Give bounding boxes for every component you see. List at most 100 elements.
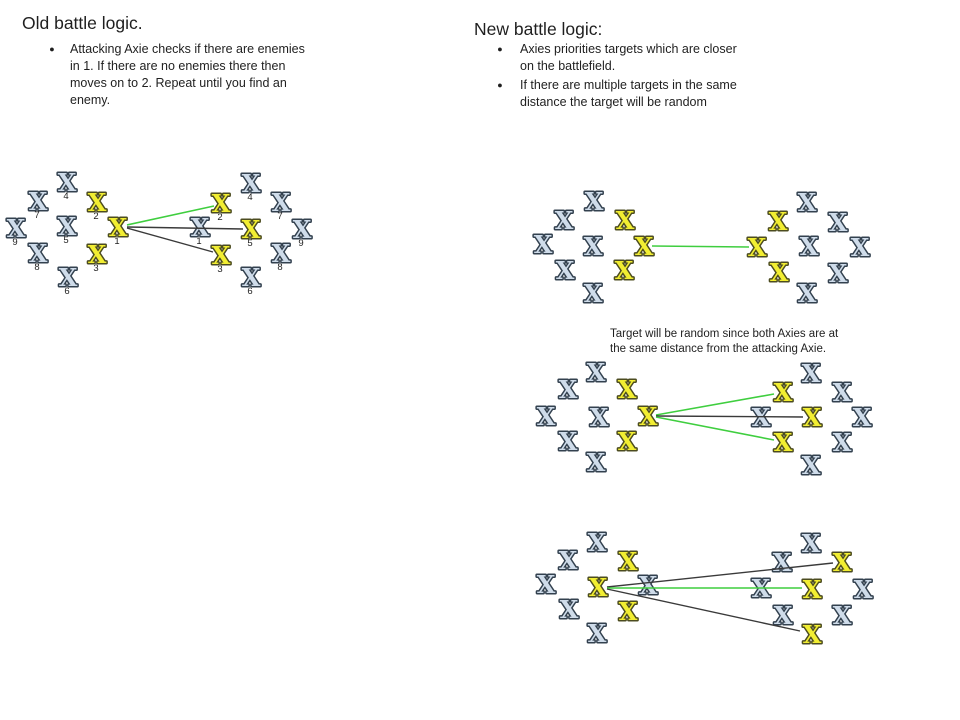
axie-mark-yellow: X xyxy=(242,215,261,244)
bullet-icon: ● xyxy=(49,44,55,54)
axie-mark-blue: X xyxy=(585,190,604,216)
target-line-green xyxy=(126,205,215,226)
axie-mark-blue: X xyxy=(559,427,578,456)
axie-mark-blue: X xyxy=(293,215,312,244)
position-number: 2 xyxy=(93,211,98,222)
target-line-black xyxy=(126,226,244,230)
target-line-green xyxy=(655,416,775,441)
axie-mark-blue: X xyxy=(58,168,77,197)
axie-mark-yellow: X xyxy=(639,402,658,431)
target-line-black xyxy=(126,227,214,253)
axie-mark-yellow: X xyxy=(833,548,852,577)
axie-mark-blue: X xyxy=(534,230,553,259)
axie-mark-yellow: X xyxy=(619,547,638,576)
axie-mark-blue: X xyxy=(590,403,609,432)
axie-mark-blue: X xyxy=(191,213,210,242)
position-number: 5 xyxy=(63,235,68,246)
position-number: 5 xyxy=(247,238,252,249)
position-number: 6 xyxy=(247,286,252,297)
axie-mark-yellow: X xyxy=(88,240,107,269)
target-line-green xyxy=(655,393,775,416)
new-logic-bullet-2-text: If there are multiple targets in the sam… xyxy=(520,78,737,109)
axie-mark-blue: X xyxy=(802,530,821,558)
axie-mark-blue: X xyxy=(833,428,852,457)
axie-mark-blue: X xyxy=(854,575,873,604)
axie-mark-yellow: X xyxy=(803,620,822,649)
axie-mark-blue: X xyxy=(555,206,574,235)
position-number: 7 xyxy=(34,210,39,221)
axie-mark-blue: X xyxy=(588,530,607,557)
axie-mark-blue: X xyxy=(833,378,852,407)
axie-mark-blue: X xyxy=(802,451,821,480)
position-number: 3 xyxy=(217,264,222,275)
axie-mark-yellow: X xyxy=(803,403,822,432)
target-line-green xyxy=(651,245,750,248)
axie-mark-yellow: X xyxy=(770,258,789,287)
old-logic-title: Old battle logic. xyxy=(22,13,143,33)
bullet-icon: ● xyxy=(497,80,503,90)
axie-mark-blue: X xyxy=(798,190,817,217)
position-number: 2 xyxy=(217,212,222,223)
axie-mark-blue: X xyxy=(851,233,870,262)
axie-mark-blue: X xyxy=(833,601,852,630)
axie-mark-yellow: X xyxy=(212,241,231,270)
axie-mark-yellow: X xyxy=(774,378,793,407)
axie-mark-yellow: X xyxy=(88,188,107,217)
axie-mark-blue: X xyxy=(272,188,291,217)
axie-mark-yellow: X xyxy=(615,256,634,285)
axie-mark-blue: X xyxy=(58,212,77,241)
axie-mark-blue: X xyxy=(829,259,848,288)
axie-mark-blue: X xyxy=(242,263,261,292)
axie-mark-blue: X xyxy=(802,360,821,388)
new-logic-bullet-1: ● Axies priorities targets which are clo… xyxy=(480,41,800,75)
axie-mark-yellow: X xyxy=(635,232,654,261)
position-number: 9 xyxy=(12,237,17,248)
axie-mark-blue: X xyxy=(7,214,26,243)
axie-mark-blue: X xyxy=(537,402,556,431)
axie-mark-yellow: X xyxy=(803,575,822,604)
axie-mark-blue: X xyxy=(587,448,606,477)
axie-mark-blue: X xyxy=(560,595,579,624)
target-line-black xyxy=(655,415,804,418)
old-logic-bullet-1-text: Attacking Axie checks if there are enemi… xyxy=(70,42,305,107)
axie-mark-blue: X xyxy=(556,256,575,285)
axie-mark-blue: X xyxy=(584,232,603,261)
new-logic-bullet-2: ● If there are multiple targets in the s… xyxy=(480,77,800,111)
target-line-black xyxy=(606,562,834,588)
position-number: 1 xyxy=(114,236,119,247)
old-logic-bullet-1: ● Attacking Axie checks if there are ene… xyxy=(34,41,334,109)
position-number: 1 xyxy=(196,236,201,247)
axie-mark-blue: X xyxy=(29,239,48,268)
axie-mark-yellow: X xyxy=(618,427,637,456)
axie-mark-blue: X xyxy=(588,619,607,648)
axie-mark-blue: X xyxy=(800,232,819,261)
axie-mark-blue: X xyxy=(29,187,48,216)
axie-mark-blue: X xyxy=(639,571,658,600)
axie-mark-yellow: X xyxy=(616,206,635,235)
axie-mark-blue: X xyxy=(773,548,792,577)
position-number: 9 xyxy=(298,238,303,249)
axie-mark-yellow: X xyxy=(589,573,608,602)
axie-mark-yellow: X xyxy=(212,189,231,218)
axie-mark-blue: X xyxy=(774,601,793,630)
axie-mark-yellow: X xyxy=(774,428,793,457)
axie-mark-blue: X xyxy=(829,208,848,237)
position-number: 3 xyxy=(93,263,98,274)
axie-mark-yellow: X xyxy=(769,207,788,236)
random-target-caption: Target will be random since both Axies a… xyxy=(610,328,839,355)
axie-mark-blue: X xyxy=(272,239,291,268)
axie-mark-yellow: X xyxy=(748,233,767,262)
target-line-black xyxy=(606,588,801,632)
axie-mark-blue: X xyxy=(559,546,578,575)
axie-mark-blue: X xyxy=(584,279,603,308)
axie-mark-yellow: X xyxy=(618,375,637,404)
